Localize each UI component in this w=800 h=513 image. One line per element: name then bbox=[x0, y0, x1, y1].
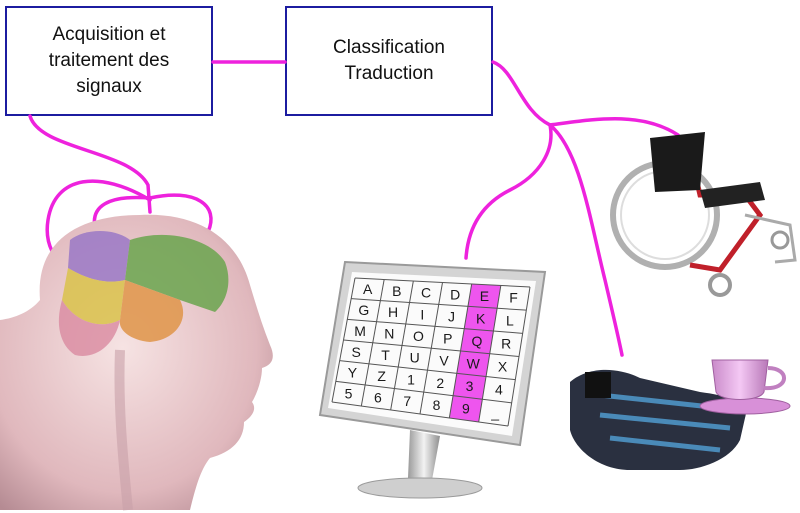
connector-hub-to-monitor bbox=[464, 123, 553, 260]
brain-head-illustration bbox=[0, 214, 273, 511]
speller-cell: I bbox=[420, 306, 424, 322]
speller-cell: 6 bbox=[374, 389, 382, 405]
teacup-handle bbox=[763, 366, 786, 391]
speller-cell: R bbox=[501, 336, 511, 352]
speller-grid-lines bbox=[331, 277, 531, 427]
speller-cell: Y bbox=[348, 365, 358, 381]
acquisition-line-2: traitement des bbox=[48, 50, 170, 71]
speller-cell: D bbox=[450, 286, 460, 302]
speller-cell: V bbox=[439, 353, 449, 369]
speller-cell: P bbox=[443, 331, 452, 347]
brain-yellow-lobe bbox=[62, 268, 125, 325]
speller-cell: U bbox=[410, 350, 420, 366]
speller-cell: Q bbox=[472, 333, 483, 349]
highlighted-column bbox=[449, 284, 501, 422]
speller-cell: 5 bbox=[345, 386, 353, 402]
monitor-neck bbox=[408, 430, 440, 480]
monitor-speller: A B C D E F G H I J K L M N O P Q R S T U V W X Y Z 1 2 3 4 5 6 7 8 9 _ bbox=[318, 260, 547, 499]
speller-cell: 4 bbox=[495, 382, 503, 398]
speller-cell: F bbox=[509, 290, 518, 306]
teacup bbox=[711, 359, 769, 400]
acquisition-line-3: signaux bbox=[76, 76, 142, 97]
speller-cell: N bbox=[384, 325, 394, 341]
connector-hub-to-wheelchair bbox=[548, 117, 680, 137]
speller-cell: H bbox=[388, 304, 398, 320]
acquisition-box: Acquisition et traitement des signaux bbox=[5, 6, 213, 116]
speller-cell: 9 bbox=[462, 401, 470, 417]
speller-cell: C bbox=[421, 285, 431, 301]
wheelchair-seat bbox=[700, 182, 765, 208]
speller-cell: Z bbox=[377, 368, 386, 384]
speller-cell: M bbox=[354, 323, 366, 339]
speller-cell: A bbox=[363, 281, 373, 297]
speller-cell: K bbox=[476, 311, 486, 327]
connector-head-loop-right bbox=[148, 193, 213, 234]
monitor-base bbox=[357, 477, 483, 499]
robotic-hand-with-teacup bbox=[570, 359, 791, 470]
wheelchair-small-wheel bbox=[708, 273, 732, 297]
brain-pink-lobe bbox=[58, 300, 120, 356]
speller-cell: 3 bbox=[466, 378, 474, 394]
wheelchair-footrest bbox=[744, 213, 797, 264]
classification-line-1: Classification bbox=[333, 37, 445, 58]
speller-cell: 7 bbox=[403, 393, 411, 409]
speller-cell: T bbox=[381, 347, 390, 363]
speller-cell: X bbox=[498, 359, 508, 375]
speller-cell: _ bbox=[490, 405, 499, 421]
speller-cell: 8 bbox=[433, 397, 441, 413]
speller-cell: S bbox=[352, 344, 361, 360]
spine bbox=[114, 349, 133, 511]
speller-cell: L bbox=[506, 313, 514, 329]
speller-cell: W bbox=[467, 356, 481, 372]
speller-cell: O bbox=[413, 328, 424, 344]
speller-cell: E bbox=[480, 288, 489, 304]
speller-cell: G bbox=[358, 302, 369, 318]
acquisition-line-1: Acquisition et bbox=[52, 24, 166, 45]
connector-hub-to-hand bbox=[548, 123, 624, 357]
saucer bbox=[699, 397, 791, 415]
speller-cell: J bbox=[448, 308, 455, 324]
connector-cls-to-hub bbox=[491, 60, 552, 127]
brain-purple-lobe bbox=[68, 231, 130, 282]
brain-green-lobe bbox=[125, 234, 229, 312]
connector-acq-to-head bbox=[28, 114, 152, 214]
classification-line-2: Traduction bbox=[344, 63, 434, 84]
speller-letters: A B C D E F G H I J K L M N O P Q R S T U V W X Y Z 1 2 3 4 5 6 7 8 9 _ bbox=[345, 281, 518, 420]
wheelchair bbox=[610, 132, 797, 297]
speller-cell: 1 bbox=[407, 371, 415, 387]
speller-cell: B bbox=[392, 283, 401, 299]
speller-cell: 2 bbox=[436, 375, 444, 391]
wheelchair-backrest bbox=[650, 132, 705, 192]
brain-orange-lobe bbox=[119, 280, 184, 342]
